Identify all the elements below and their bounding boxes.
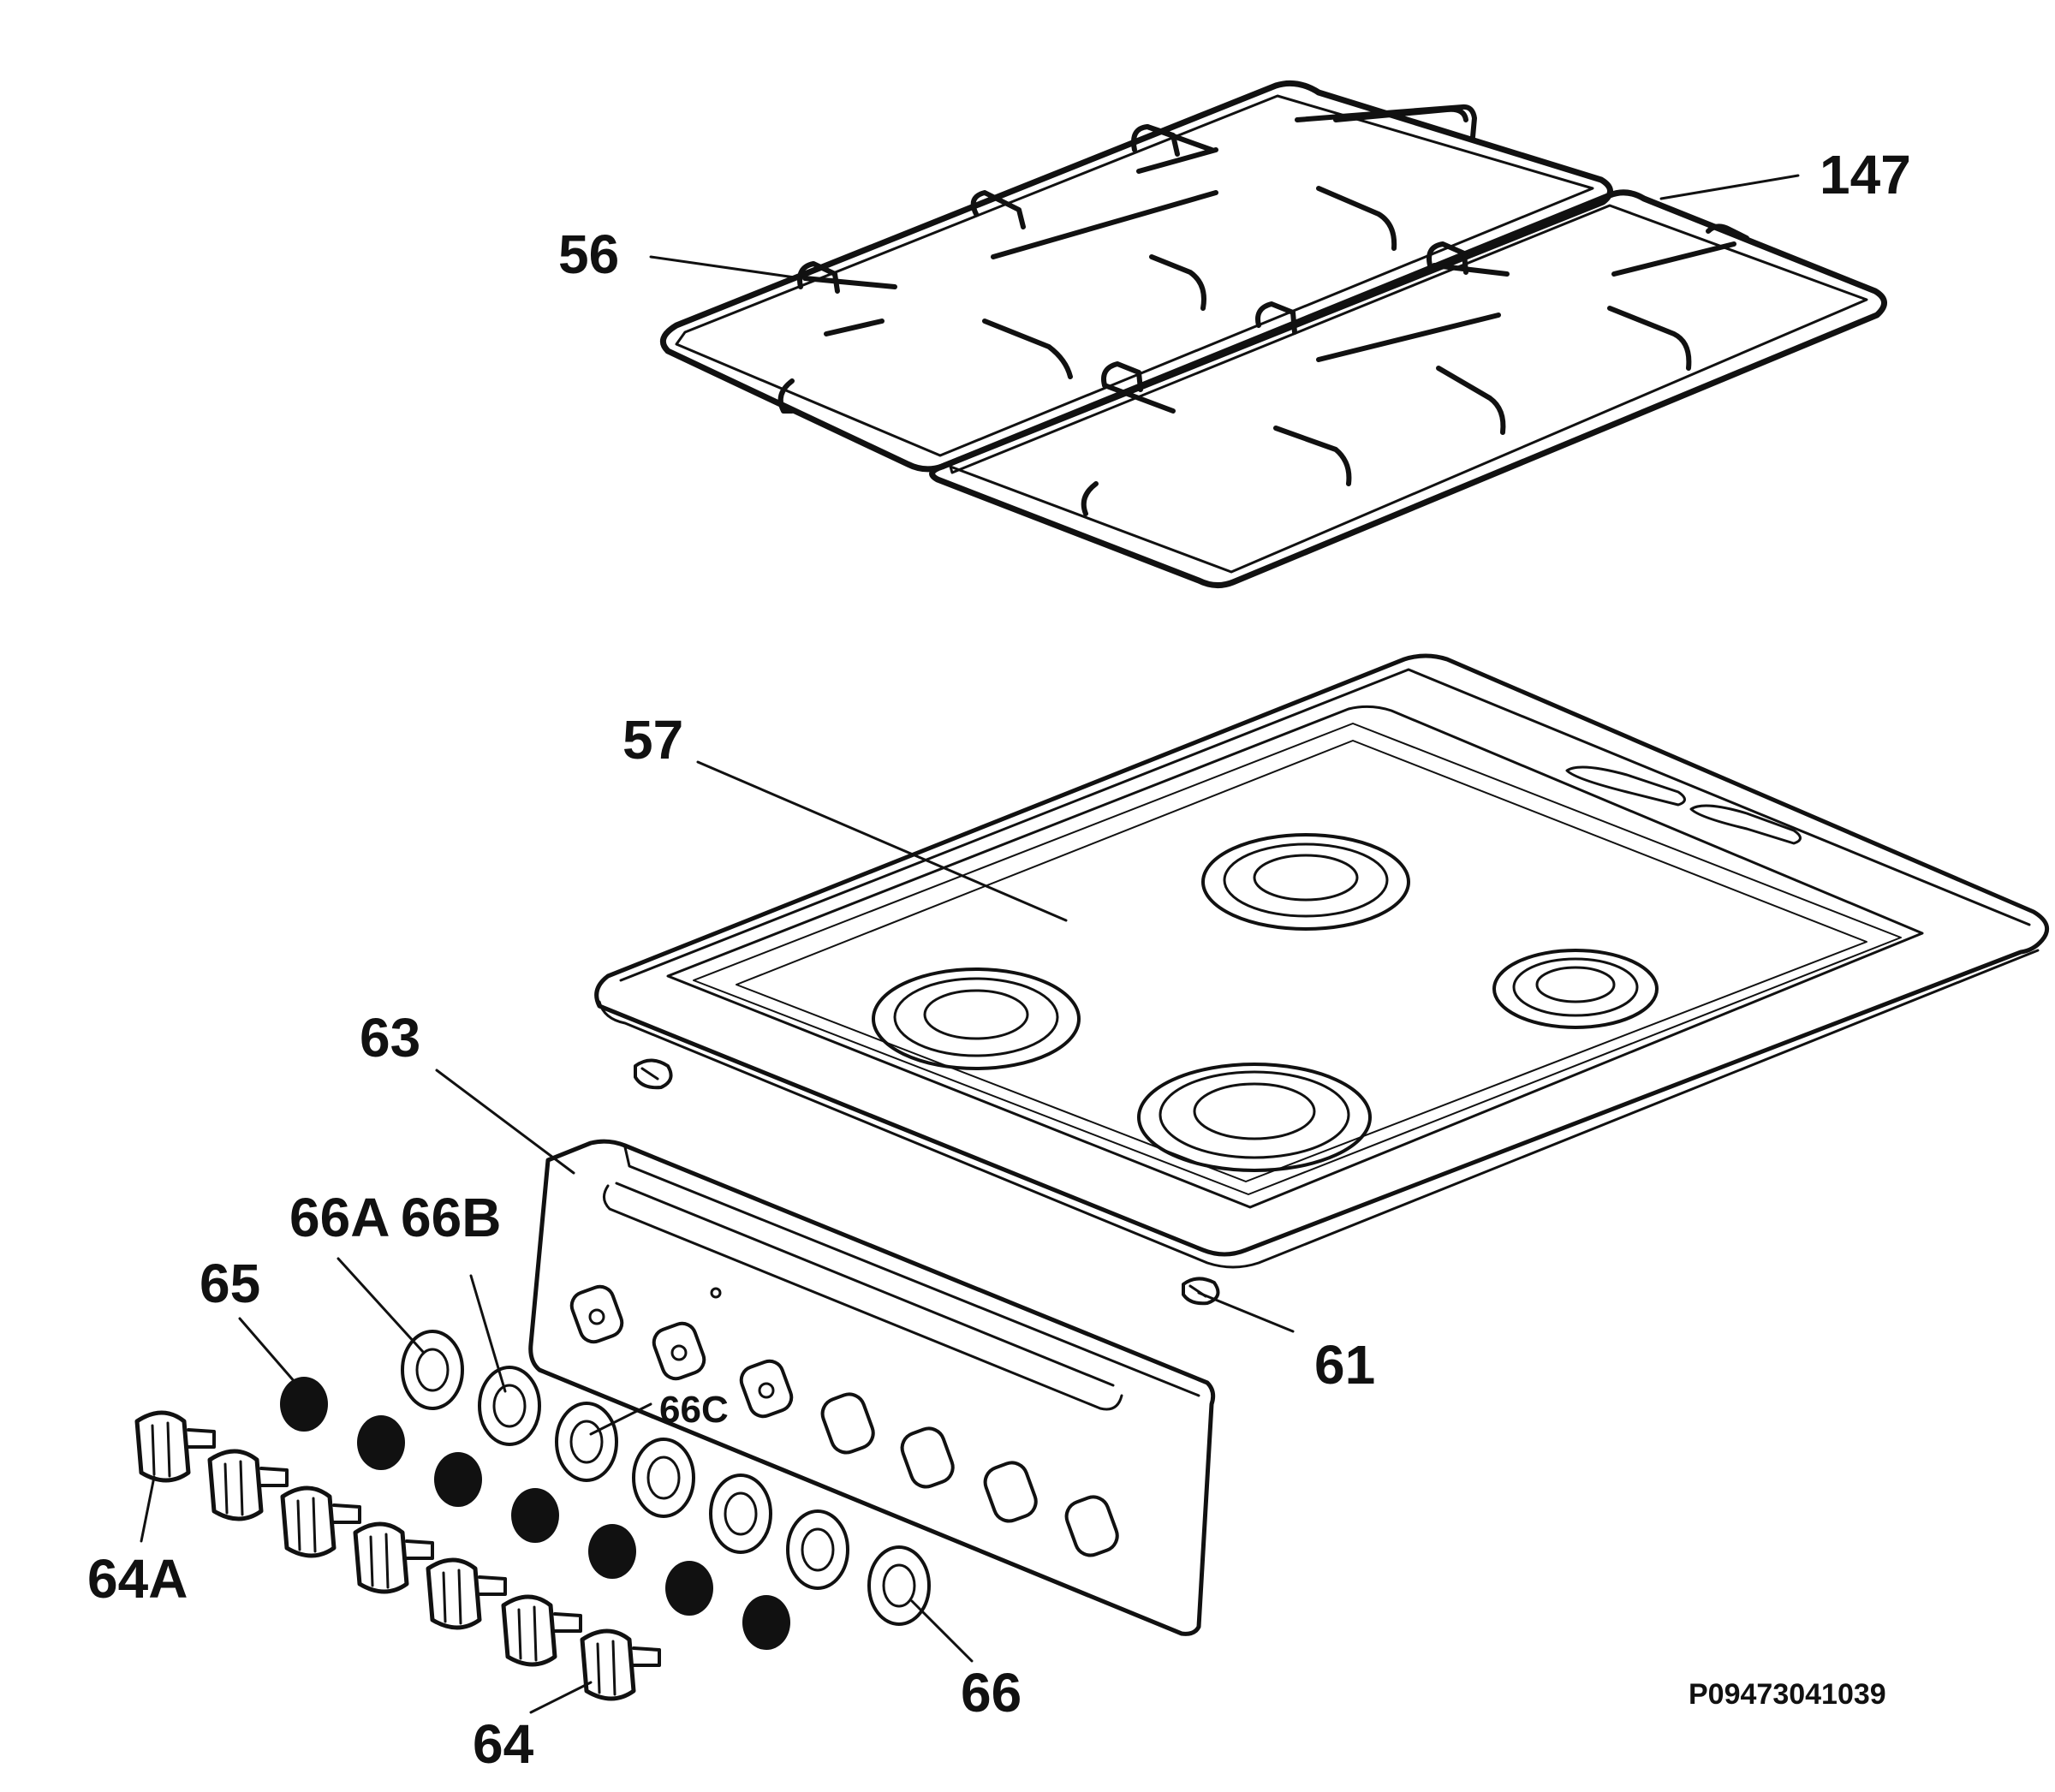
leader-66 (910, 1599, 974, 1663)
knob-7 (580, 1628, 661, 1701)
callout-61: 61 (1314, 1334, 1376, 1396)
control-panel (528, 1139, 1216, 1636)
hob-top (594, 653, 2050, 1269)
leader-64 (529, 1681, 593, 1714)
insert-row (280, 1377, 790, 1650)
leader-65 (238, 1317, 297, 1384)
callout-64A: 64A (87, 1548, 188, 1610)
bezel-4 (632, 1438, 695, 1518)
hinge-clip-left (634, 1058, 673, 1090)
burner-rear-right (1492, 949, 1659, 1029)
bezel-5 (709, 1473, 772, 1554)
burner-front-right (1137, 1063, 1372, 1172)
bezel-3 (555, 1402, 618, 1482)
bezel-1 (401, 1330, 464, 1410)
bezel-2 (478, 1366, 541, 1446)
bezel-row (401, 1330, 931, 1626)
callout-63: 63 (360, 1007, 421, 1069)
pan-support-left (659, 80, 1613, 473)
burner-front-left (872, 967, 1081, 1070)
burner-rear-left (1201, 833, 1410, 931)
bezel-6 (786, 1509, 849, 1590)
callout-65: 65 (200, 1253, 261, 1314)
pan-support-right (929, 189, 1887, 588)
drawing-code: P09473041039 (1689, 1678, 1886, 1711)
leader-63 (435, 1069, 575, 1175)
knob-row (134, 1410, 661, 1701)
knob-6 (501, 1594, 582, 1667)
knob-1 (134, 1410, 216, 1483)
leader-64A (140, 1475, 156, 1543)
knob-4 (353, 1521, 434, 1594)
knob-5 (426, 1557, 507, 1630)
callout-57: 57 (622, 709, 684, 771)
knob-3 (280, 1485, 361, 1558)
leader-66C (589, 1402, 652, 1436)
leader-57 (696, 760, 1068, 922)
leader-61 (1197, 1291, 1295, 1333)
callout-147: 147 (1820, 144, 1911, 205)
callout-56: 56 (558, 223, 620, 285)
callout-66: 66 (961, 1662, 1022, 1724)
bezel-7 (867, 1545, 931, 1626)
leader-56 (649, 255, 802, 280)
leader-66A (337, 1257, 426, 1354)
callout-66A: 66A (289, 1187, 390, 1248)
callout-66B: 66B (401, 1187, 502, 1248)
leader-147 (1659, 174, 1800, 200)
leader-66B (469, 1274, 507, 1393)
callout-64: 64 (473, 1713, 534, 1775)
knob-2 (207, 1449, 289, 1521)
callout-66C: 66C (659, 1389, 729, 1431)
